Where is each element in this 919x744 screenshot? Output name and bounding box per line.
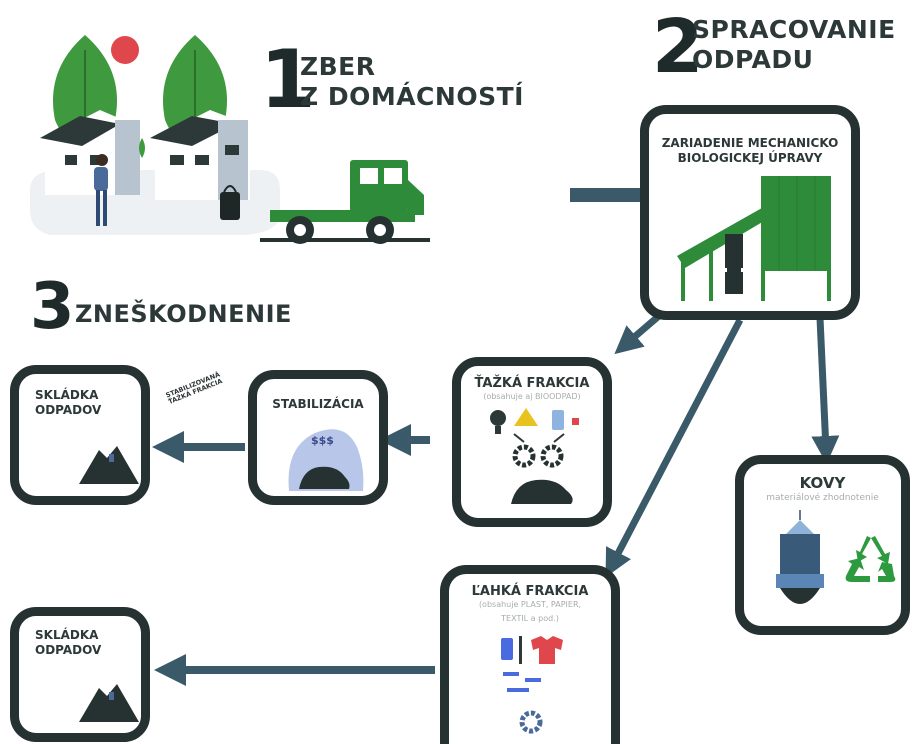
step-2-number: 2	[652, 4, 704, 90]
garbage-truck-icon	[260, 160, 430, 244]
landfill-top-title: SKLÁDKA ODPADOV	[35, 388, 141, 418]
heavy-fraction-subtitle: (obsahuje aj BIOODPAD)	[483, 392, 581, 402]
arrow-mbt-to-light	[605, 318, 744, 578]
bottle-icon	[501, 638, 513, 660]
mbt-facility-title-line1: ZARIADENIE MECHANICKO	[661, 136, 839, 150]
magnet-crane-icon	[776, 510, 824, 604]
step-2-title-line2: ODPADU	[692, 45, 814, 74]
gear-icon	[512, 444, 536, 468]
step-1-title: ZBER Z DOMÁCNOSTÍ	[300, 52, 524, 112]
house-icon	[40, 110, 140, 195]
banana-peel-icon	[514, 408, 538, 426]
landfill-top-title-line2: ODPADOV	[35, 403, 102, 417]
gear-icon	[540, 444, 564, 468]
metals-subtitle: materiálové zhodnotenie	[766, 492, 879, 503]
light-fraction-subtitle-line2: TEXTIL a pod.)	[501, 613, 559, 623]
step-1-title-line2: Z DOMÁCNOSTÍ	[300, 82, 524, 111]
light-fraction-subtitle-line1: (obsahuje PLAST, PAPIER,	[478, 600, 582, 610]
household-illustration	[30, 35, 430, 244]
step-2-title-line1: SPRACOVANIE	[692, 15, 896, 44]
arrow-mbt-to-heavy	[614, 312, 663, 355]
person-icon	[94, 154, 108, 226]
landfill-box-bottom: SKLÁDKA ODPADOV	[10, 607, 150, 742]
step-3-number: 3	[30, 270, 75, 344]
step-2-title: SPRACOVANIE ODPADU	[692, 15, 896, 75]
metals-box: KOVY materiálové zhodnotenie	[735, 455, 910, 635]
bulb-icon	[490, 410, 506, 426]
light-fraction-box: ĽAHKÁ FRAKCIA (obsahuje PLAST, PAPIER, T…	[440, 565, 620, 744]
step-1-number: 1	[260, 33, 316, 126]
step-1-title-line1: ZBER	[300, 52, 376, 81]
landfill-top-title-line1: SKLÁDKA	[35, 388, 99, 402]
stabilization-icon	[288, 429, 364, 491]
metals-title: KOVY	[799, 474, 846, 492]
stabilization-title: STABILIZÁCIA	[272, 397, 364, 411]
light-fraction-icons	[501, 636, 563, 734]
mbt-facility-title: ZARIADENIE MECHANICKO BIOLOGICKEJ ÚPRAVY	[649, 136, 851, 166]
bottle-icon	[552, 410, 564, 430]
landfill-pile-icon	[79, 446, 139, 484]
heavy-fraction-icons	[490, 408, 579, 504]
gear-icon	[519, 710, 543, 734]
stabilization-box: STABILIZÁCIA $$$	[248, 370, 388, 505]
landfill-bottom-title-line1: SKLÁDKA	[35, 628, 99, 642]
landfill-pile-icon	[79, 684, 139, 722]
sun-icon	[111, 36, 139, 64]
landfill-bottom-title: SKLÁDKA ODPADOV	[35, 628, 141, 658]
light-fraction-title: ĽAHKÁ FRAKCIA	[471, 584, 589, 599]
house-icon	[150, 110, 250, 200]
step-3-title: ZNEŠKODNENIE	[75, 300, 292, 328]
mbt-facility-box: ZARIADENIE MECHANICKO BIOLOGICKEJ ÚPRAVY	[640, 105, 860, 320]
heavy-fraction-title: ŤAŽKÁ FRAKCIA	[474, 376, 590, 391]
mbt-facility-title-line2: BIOLOGICKEJ ÚPRAVY	[677, 151, 823, 165]
tshirt-icon	[531, 636, 563, 664]
trash-bag-icon	[220, 185, 240, 220]
mbt-plant-icon	[677, 176, 831, 301]
heavy-fraction-box: ŤAŽKÁ FRAKCIA (obsahuje aj BIOODPAD)	[452, 357, 612, 527]
stabilization-symbol: $$$	[311, 434, 334, 447]
waste-pile-icon	[511, 479, 573, 504]
landfill-box-top: SKLÁDKA ODPADOV	[10, 365, 150, 505]
arrow-mbt-to-metals	[811, 317, 840, 464]
recycle-icon	[845, 536, 896, 582]
landfill-bottom-title-line2: ODPADOV	[35, 643, 102, 657]
